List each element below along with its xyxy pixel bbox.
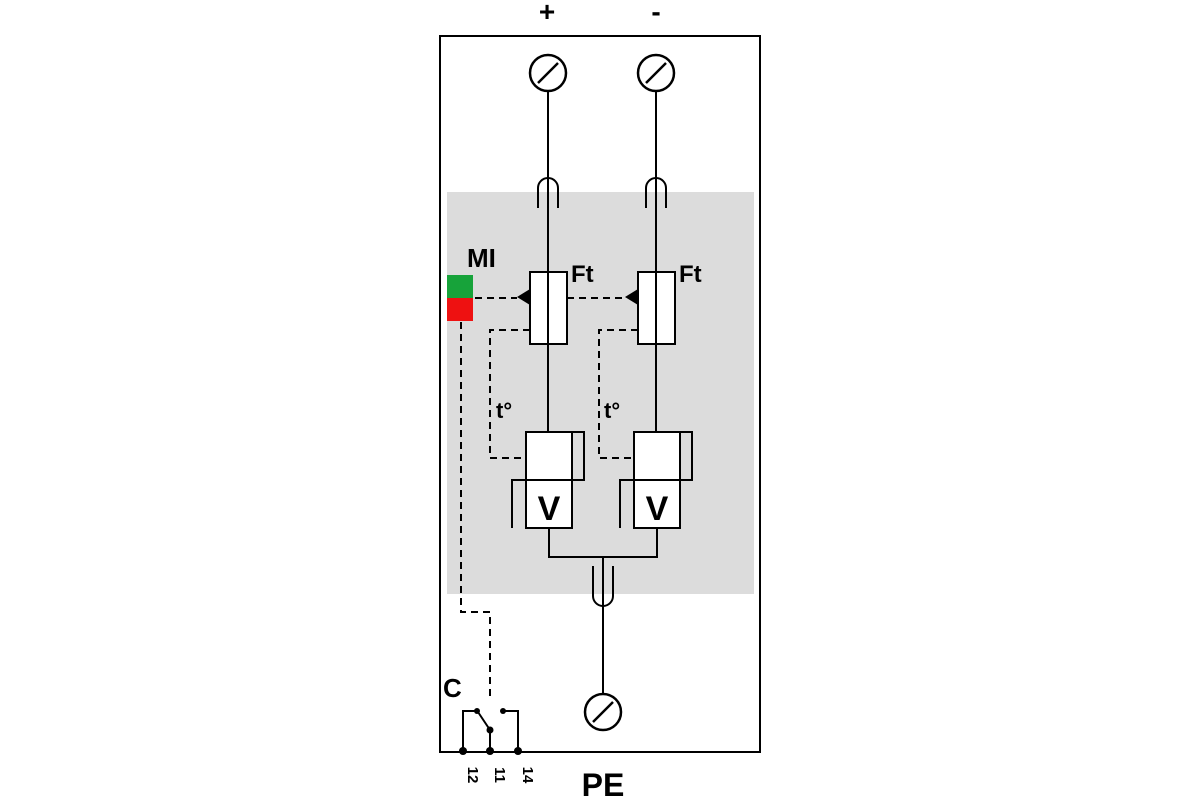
plus-screw-terminal: [528, 53, 568, 93]
indicator-ok-window: [447, 275, 473, 298]
varistor-label-minus: V: [646, 490, 669, 528]
pe-plug-connector: [592, 566, 614, 610]
fuse-label-minus: Ft: [679, 261, 702, 288]
minus-varistor: [619, 431, 693, 529]
pin-label-14: 14: [519, 767, 536, 784]
plus-thermal-fuse: [517, 271, 568, 345]
pin-label-11: 11: [491, 767, 508, 783]
varistor-label-plus: V: [538, 490, 561, 528]
minus-thermal-coupling: [598, 329, 638, 459]
thermal-label-plus: t°: [496, 398, 512, 423]
plus-plug-connector: [537, 172, 559, 208]
remote-contact-linkage: [460, 322, 491, 700]
plus-varistor: [511, 431, 585, 529]
pe-screw-terminal: [583, 692, 623, 732]
minus-thermal-fuse: [625, 271, 676, 345]
remote-contact-label: C: [443, 673, 462, 703]
indicator-label: MI: [467, 243, 496, 273]
minus-plug-connector: [645, 172, 667, 208]
plus-thermal-coupling: [489, 329, 530, 459]
minus-screw-terminal: [636, 53, 676, 93]
minus-terminal-label: -: [651, 0, 660, 27]
indicator-fault-window: [447, 298, 473, 321]
plug-in-module: [447, 192, 754, 594]
thermal-label-minus: t°: [604, 398, 620, 423]
pe-terminal-label: PE: [582, 767, 625, 800]
pin-label-12: 12: [464, 767, 481, 784]
plus-terminal-label: +: [539, 0, 555, 27]
remote-contact-switch: [459, 708, 522, 755]
fuse-label-plus: Ft: [571, 261, 594, 288]
